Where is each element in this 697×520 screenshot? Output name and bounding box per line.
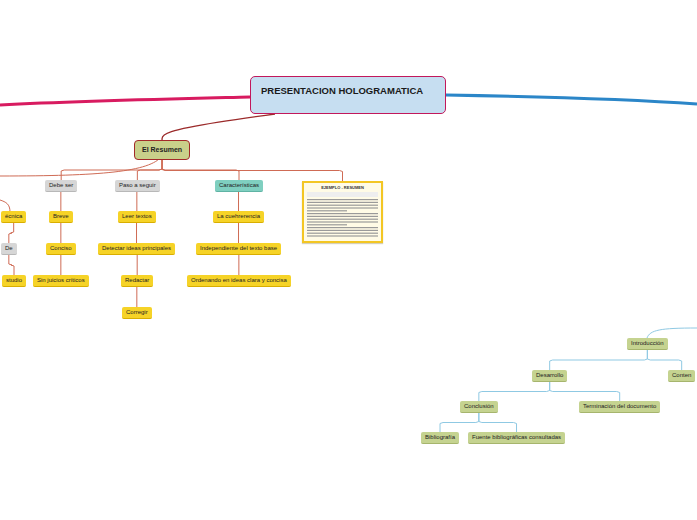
branch-connector: [61, 160, 162, 180]
node-label: Sin juicios críticos: [37, 277, 85, 284]
branch-connector: [136, 223, 137, 243]
branch-connector: [137, 160, 162, 180]
branch-connector: [238, 192, 239, 211]
subtopic: Detectar ideas principales: [98, 243, 175, 255]
branch-connector: [550, 382, 620, 401]
central-topic: PRESENTACION HOLOGRAMATICA: [250, 76, 446, 114]
subtopic: Ordenando en ideas clara y concisa: [187, 275, 291, 287]
subtopic: Redactar: [121, 275, 153, 287]
node-label: Independiente del texto base: [200, 245, 277, 252]
branch-connector: [479, 413, 517, 432]
node-label: Fuente bibliográficas consultadas: [472, 434, 561, 441]
node-label: Conten: [672, 372, 691, 379]
node-label: Características: [219, 182, 259, 189]
subtopic: Conclusión: [460, 401, 498, 413]
node-label: écnica: [5, 213, 22, 220]
branch-connector: [60, 223, 61, 243]
subtopic: Desarrollo: [532, 370, 567, 382]
branch-connector: [238, 255, 239, 275]
node-label: studio: [6, 277, 22, 284]
branch-connector: [479, 382, 550, 401]
node-label: Paso a seguir: [119, 182, 156, 189]
subtopic: Fuente bibliográficas consultadas: [468, 432, 565, 444]
node-label: Redactar: [125, 277, 149, 284]
node-label: La cuehrerencia: [217, 213, 260, 220]
subtopic: Conten: [668, 370, 695, 382]
branch-connector: [137, 255, 138, 275]
subtopic: Breve: [49, 211, 73, 223]
branch-connector: [136, 287, 137, 307]
node-label: Detectar ideas principales: [102, 245, 171, 252]
branch-connector: [9, 255, 14, 275]
node-label: PRESENTACION HOLOGRAMATICA: [261, 85, 435, 96]
subtopic: Terminación del documento: [579, 401, 660, 413]
branch-connector: [136, 192, 137, 211]
node-label: EJEMPLO - RESUMEN: [307, 185, 378, 190]
subtopic: Leer textos: [118, 211, 156, 223]
node-label: De: [5, 245, 13, 252]
right-branch: [446, 95, 697, 104]
subtopic: studio: [2, 275, 26, 287]
document-thumbnail: [307, 192, 378, 238]
branch-connector: [238, 223, 239, 243]
branch-connector: [162, 160, 342, 181]
branch-connector: [162, 114, 275, 140]
node-label: Terminación del documento: [583, 403, 656, 410]
node-label: Conclusión: [464, 403, 494, 410]
branch-connector: [60, 192, 61, 211]
node-label: Conciso: [50, 245, 72, 252]
node-label: Bibliografía: [425, 434, 455, 441]
subtopic: Paso a seguir: [115, 180, 160, 192]
branch-connector: [440, 413, 479, 432]
subtopic: écnica: [1, 211, 26, 223]
node-label: Introducción: [631, 340, 664, 347]
node-label: Leer textos: [122, 213, 152, 220]
subtopic: Características: [215, 180, 263, 192]
example-image: EJEMPLO - RESUMEN: [302, 181, 383, 243]
subtopic: Conciso: [46, 243, 76, 255]
branch-connector: [60, 255, 61, 275]
node-label: Corregir: [126, 309, 148, 316]
subtopic: Debe ser: [45, 180, 77, 192]
subtopic: Corregir: [122, 307, 152, 319]
node-label: Debe ser: [49, 182, 73, 189]
node-label: Breve: [53, 213, 69, 220]
branch-connector: [647, 350, 681, 370]
node-label: Desarrollo: [536, 372, 563, 379]
subtopic: Introducción: [627, 338, 668, 350]
subtopic: La cuehrerencia: [213, 211, 264, 223]
subtopic: Sin juicios críticos: [33, 275, 89, 287]
branch-connector: [550, 350, 648, 370]
left-branch: [0, 97, 250, 105]
branch-connector: [9, 223, 14, 243]
intro-branch: [647, 328, 697, 338]
node-label: Ordenando en ideas clara y concisa: [191, 277, 287, 284]
subtopic: Bibliografía: [421, 432, 459, 444]
node-label: El Resumen: [142, 146, 182, 154]
main-topic: El Resumen: [134, 140, 190, 160]
subtopic: Independiente del texto base: [196, 243, 281, 255]
subtopic: De: [1, 243, 17, 255]
